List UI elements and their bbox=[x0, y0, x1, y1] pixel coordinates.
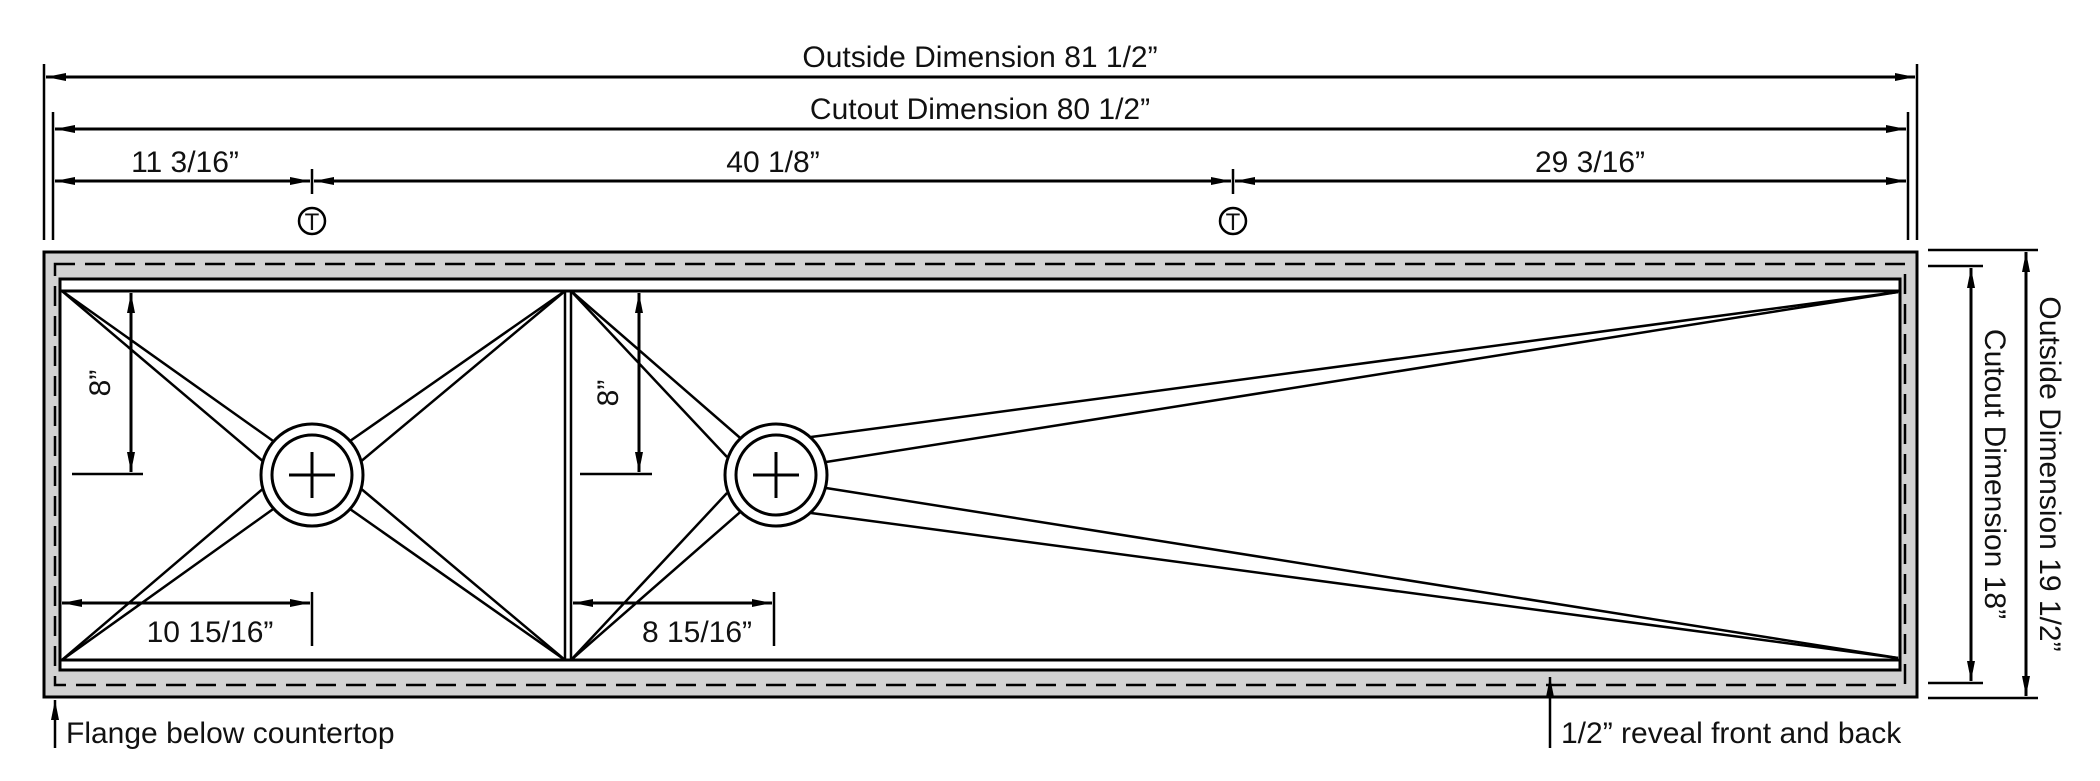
cutout-depth-dimension: Cutout Dimension 18” bbox=[1928, 264, 2011, 685]
outside-width-dimension: Outside Dimension 81 1/2” bbox=[42, 41, 1919, 240]
cutout-width-dimension: Cutout Dimension 80 1/2” bbox=[51, 93, 1910, 240]
spacing-label-1: 11 3/16” bbox=[131, 146, 239, 179]
outside-depth-dimension: Outside Dimension 19 1/2” bbox=[1928, 248, 2066, 700]
flange-callout-text: Flange below countertop bbox=[66, 717, 395, 750]
faucet-hole-icon bbox=[297, 206, 327, 236]
drain-1 bbox=[259, 422, 365, 528]
bowl-1-depth-dimension: 8” bbox=[72, 293, 143, 476]
sink-outline bbox=[42, 250, 1919, 699]
bowl-2 bbox=[570, 290, 1899, 661]
drain-2 bbox=[723, 422, 829, 528]
faucet-marker-1: T bbox=[297, 206, 327, 236]
spacing-label-2: 40 1/8” bbox=[726, 146, 819, 179]
faucet-spacing-dimensions: 11 3/16” 40 1/8” 29 3/16” bbox=[55, 146, 1906, 194]
svg-text:T: T bbox=[1226, 209, 1241, 236]
cutout-width-label: Cutout Dimension 80 1/2” bbox=[810, 93, 1150, 126]
bowl-2-drain-from-side: 8 15/16” bbox=[642, 616, 752, 649]
reveal-callout: 1/2” reveal front and back bbox=[1546, 677, 1902, 750]
bowl-2-depth-dimension: 8” bbox=[580, 293, 652, 476]
bowl-1-drain-from-side: 10 15/16” bbox=[147, 616, 274, 649]
spacing-label-3: 29 3/16” bbox=[1535, 146, 1645, 179]
bowl-rim bbox=[58, 277, 1902, 672]
cutout-depth-label: Cutout Dimension 18” bbox=[1978, 329, 2011, 619]
bowl-1-drain-from-back: 8” bbox=[84, 370, 117, 397]
outside-depth-label: Outside Dimension 19 1/2” bbox=[2033, 296, 2066, 651]
bowl-2-width-dimension: 8 15/16” bbox=[573, 592, 776, 649]
faucet-marker-2: T bbox=[1218, 206, 1248, 236]
bowl-1 bbox=[61, 289, 566, 662]
bowl-1-width-dimension: 10 15/16” bbox=[62, 592, 314, 649]
faucet-hole-icon bbox=[1218, 206, 1248, 236]
outside-width-label: Outside Dimension 81 1/2” bbox=[802, 41, 1157, 74]
svg-text:T: T bbox=[305, 209, 320, 236]
flange-callout: Flange below countertop bbox=[51, 700, 395, 750]
cutout-line bbox=[53, 262, 1907, 687]
reveal-callout-text: 1/2” reveal front and back bbox=[1561, 717, 1902, 750]
bowl-2-drain-from-back: 8” bbox=[592, 380, 625, 407]
